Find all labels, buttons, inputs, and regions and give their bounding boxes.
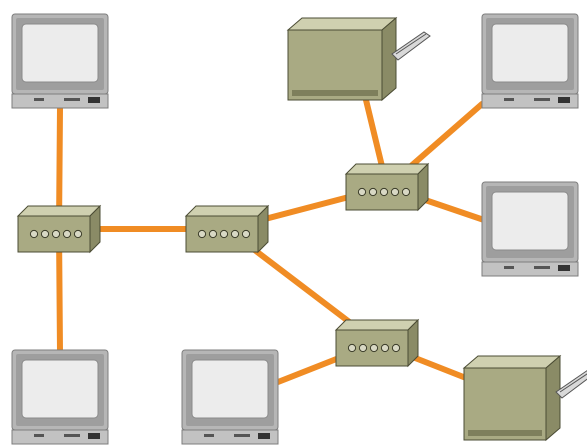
printer-output-slot	[292, 90, 378, 96]
paper-sheet	[395, 33, 427, 55]
printer-side	[381, 16, 397, 102]
drive-slot	[534, 98, 550, 101]
printer-top	[462, 355, 562, 369]
hub-port	[369, 343, 379, 353]
computer-base	[481, 261, 579, 277]
computer-base	[11, 429, 109, 445]
printer-output-slot	[468, 430, 542, 436]
hub-port	[219, 229, 229, 239]
hub-port	[368, 187, 378, 197]
nodes-layer	[11, 13, 587, 445]
computer-base	[181, 429, 279, 445]
drive-slot	[204, 434, 214, 437]
monitor-screen	[191, 359, 269, 419]
drive-slot	[234, 434, 250, 437]
drive-slot	[504, 266, 514, 269]
paper-tray	[391, 31, 431, 61]
printer-side	[545, 354, 561, 442]
drive-slot	[64, 434, 80, 437]
network-hub-icon	[184, 204, 270, 254]
desktop-computer-icon	[481, 181, 579, 277]
drive-slot	[34, 434, 44, 437]
printer-top	[286, 17, 398, 31]
drive-slot	[504, 98, 514, 101]
printer-front	[463, 367, 547, 441]
hub-port	[73, 229, 83, 239]
power-button	[258, 433, 270, 439]
computer-base	[481, 93, 579, 109]
printer-front	[287, 29, 383, 101]
hub-top	[184, 205, 270, 217]
hub-port	[51, 229, 61, 239]
drive-slot	[534, 266, 550, 269]
hub-port	[62, 229, 72, 239]
hub-port	[208, 229, 218, 239]
power-button	[558, 97, 570, 103]
hub-port	[357, 187, 367, 197]
desktop-computer-icon	[481, 13, 579, 109]
power-button	[558, 265, 570, 271]
hub-port	[241, 229, 251, 239]
monitor-screen	[21, 359, 99, 419]
hub-top	[344, 163, 430, 175]
hub-port	[379, 187, 389, 197]
paper-sheet	[559, 373, 587, 393]
hub-port	[197, 229, 207, 239]
links-layer	[56, 97, 487, 385]
hub-port	[358, 343, 368, 353]
power-button	[88, 97, 100, 103]
desktop-computer-icon	[181, 349, 279, 445]
monitor-screen	[491, 23, 569, 83]
computer-base	[11, 93, 109, 109]
monitor-screen	[21, 23, 99, 83]
hub-port	[40, 229, 50, 239]
hub-port	[29, 229, 39, 239]
hub-port	[390, 187, 400, 197]
drive-slot	[34, 98, 44, 101]
hub-port	[391, 343, 401, 353]
hub-port	[230, 229, 240, 239]
hub-port	[401, 187, 411, 197]
printer-icon	[286, 16, 431, 102]
printer-icon	[462, 354, 587, 442]
monitor-screen	[491, 191, 569, 251]
desktop-computer-icon	[11, 13, 109, 109]
network-hub-icon	[334, 318, 420, 368]
hub-port	[380, 343, 390, 353]
hub-top	[16, 205, 102, 217]
power-button	[88, 433, 100, 439]
hub-port	[347, 343, 357, 353]
hub-top	[334, 319, 420, 331]
drive-slot	[64, 98, 80, 101]
desktop-computer-icon	[11, 349, 109, 445]
network-hub-icon	[344, 162, 430, 212]
network-hub-icon	[16, 204, 102, 254]
